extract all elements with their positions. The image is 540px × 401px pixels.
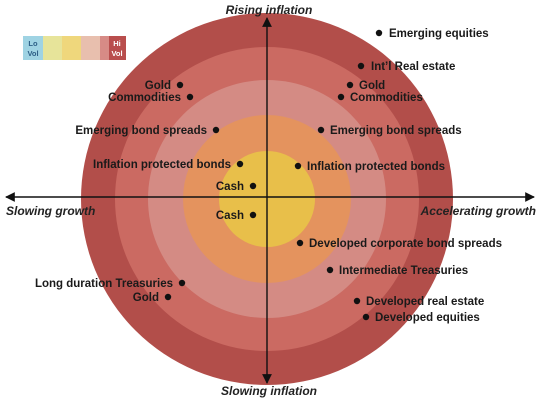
label-gold-lower: Gold — [133, 292, 159, 304]
marker-developed-corporate-bond-spreads — [296, 239, 304, 247]
label-commodities-left: Commodities — [108, 92, 181, 104]
legend-swatch-6 — [109, 36, 126, 60]
marker-inflation-protected-bonds-right — [294, 162, 302, 170]
marker-emerging-equities — [375, 29, 383, 37]
legend-high-line1: Hi — [113, 39, 121, 48]
legend-swatch-2 — [43, 36, 62, 60]
axis-label-slowing-growth: Slowing growth — [6, 204, 95, 218]
label-commodities-right: Commodities — [350, 92, 423, 104]
marker-intermediate-treasuries — [326, 266, 334, 274]
axes: Rising inflation Slowing inflation Slowi… — [5, 3, 536, 398]
label-emerging-equities: Emerging equities — [389, 28, 489, 40]
label-long-duration-treasuries: Long duration Treasuries — [35, 278, 173, 290]
label-inflation-protected-bonds-right: Inflation protected bonds — [307, 161, 445, 173]
marker-developed-equities — [362, 313, 370, 321]
label-cash-lower: Cash — [216, 210, 244, 222]
label-developed-real-estate: Developed real estate — [366, 296, 484, 308]
legend-low-line1: Lo — [28, 39, 38, 48]
marker-cash-upper — [249, 182, 257, 190]
label-emerging-bond-spreads-left: Emerging bond spreads — [75, 125, 207, 137]
legend-low-line2: Vol — [27, 49, 38, 58]
marker-gold-left — [176, 81, 184, 89]
label-intl-real-estate: Int’l Real estate — [371, 61, 455, 73]
label-inflation-protected-bonds-left: Inflation protected bonds — [93, 159, 231, 171]
marker-gold-right — [346, 81, 354, 89]
axis-label-slowing-inflation: Slowing inflation — [221, 384, 317, 398]
label-developed-corporate-bond-spreads: Developed corporate bond spreads — [309, 238, 502, 250]
marker-long-duration-treasuries — [178, 279, 186, 287]
legend-swatch-5 — [100, 36, 109, 60]
marker-commodities-left — [186, 93, 194, 101]
marker-gold-lower — [164, 293, 172, 301]
marker-emerging-bond-spreads-right — [317, 126, 325, 134]
asset-markers: Emerging equities Int’l Real estate Gold… — [35, 28, 502, 324]
legend-swatch-3 — [62, 36, 81, 60]
legend-swatch-1 — [23, 36, 43, 60]
axis-label-accelerating-growth: Accelerating growth — [420, 204, 536, 218]
label-cash-upper: Cash — [216, 181, 244, 193]
marker-commodities-right — [337, 93, 345, 101]
label-intermediate-treasuries: Intermediate Treasuries — [339, 265, 468, 277]
marker-intl-real-estate — [357, 62, 365, 70]
volatility-legend: Lo Vol Hi Vol — [23, 36, 126, 60]
legend-swatch-4 — [81, 36, 100, 60]
axis-label-rising-inflation: Rising inflation — [226, 3, 313, 17]
marker-emerging-bond-spreads-left — [212, 126, 220, 134]
marker-developed-real-estate — [353, 297, 361, 305]
marker-cash-lower — [249, 211, 257, 219]
label-developed-equities: Developed equities — [375, 312, 480, 324]
marker-inflation-protected-bonds-left — [236, 160, 244, 168]
label-emerging-bond-spreads-right: Emerging bond spreads — [330, 125, 462, 137]
legend-high-line2: Vol — [111, 49, 122, 58]
label-gold-right: Gold — [359, 80, 385, 92]
label-gold-left: Gold — [145, 80, 171, 92]
